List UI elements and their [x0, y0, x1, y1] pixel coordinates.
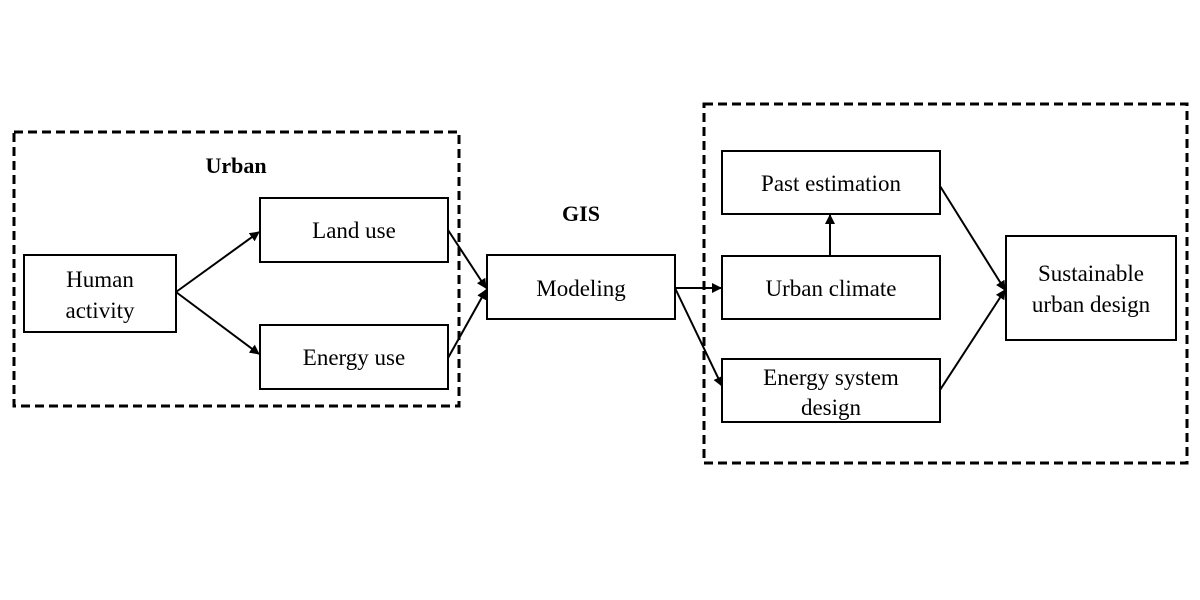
arrow-energy-to-modeling [447, 289, 487, 359]
past-estimation-label: Past estimation [761, 171, 901, 196]
energy-system-design-label-line1: Energy system [763, 365, 899, 390]
urban-climate-box [721, 255, 941, 320]
energy-use-box [259, 324, 449, 390]
sustainable-urban-design-label-line2: urban design [1032, 292, 1151, 317]
node-past-estimation: Past estimation [721, 150, 941, 215]
arrow-human-to-energy [175, 291, 260, 355]
urban-group-label: Urban [205, 153, 266, 178]
arrow-past-to-sustainable [939, 185, 1006, 291]
urban-climate-label: Urban climate [766, 276, 897, 301]
human-activity-label-line2: activity [66, 298, 135, 323]
arrow-land-to-modeling [447, 229, 487, 289]
modeling-label: Modeling [536, 276, 626, 301]
past-estimation-box [721, 150, 941, 215]
node-modeling: Modeling [486, 254, 676, 320]
node-sustainable-urban-design: Sustainable urban design [1005, 235, 1177, 341]
arrow-modeling-to-energy-system [674, 287, 723, 387]
node-energy-system-design: Energy system design [721, 358, 941, 423]
land-use-box [259, 197, 449, 263]
arrow-human-to-land [175, 231, 260, 293]
land-use-label: Land use [312, 218, 396, 243]
urban-group-box [12, 130, 461, 408]
energy-system-design-label-line2: design [801, 395, 862, 420]
energy-system-design-box [721, 358, 941, 423]
output-group-box [702, 102, 1189, 465]
human-activity-box [23, 254, 177, 333]
node-human-activity: Human activity [23, 254, 177, 333]
gis-group-label: GIS [562, 201, 600, 226]
arrow-energy-system-to-sustainable [939, 289, 1006, 391]
energy-use-label: Energy use [303, 345, 405, 370]
node-land-use: Land use [259, 197, 449, 263]
node-urban-climate: Urban climate [721, 255, 941, 320]
sustainable-urban-design-box [1005, 235, 1177, 341]
modeling-box [486, 254, 676, 320]
human-activity-label-line1: Human [66, 267, 134, 292]
node-energy-use: Energy use [259, 324, 449, 390]
sustainable-urban-design-label-line1: Sustainable [1038, 261, 1144, 286]
